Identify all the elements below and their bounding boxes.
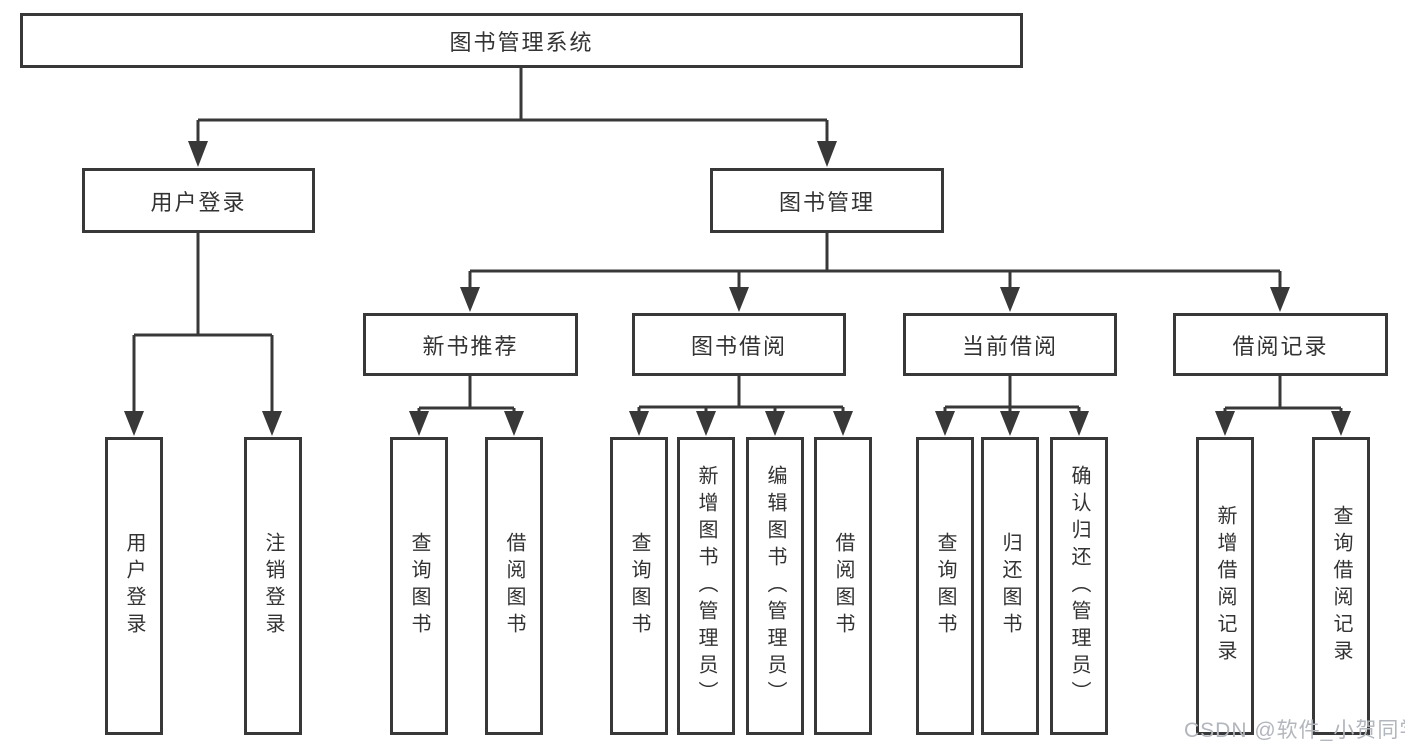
leaf-label: 注销登录: [262, 532, 284, 640]
arrow-down-icon: [1000, 287, 1020, 312]
arrow-down-icon: [629, 411, 649, 436]
leaf-borrow-add: 新增图书（管理员）: [677, 437, 735, 735]
arrow-down-icon: [1069, 411, 1089, 436]
connector-current-borrow-children: [935, 375, 1089, 436]
leaf-current-query: 查询图书: [916, 437, 974, 735]
leaf-current-confirm-return: 确认归还（管理员）: [1050, 437, 1108, 735]
leaf-label: 借阅图书: [832, 532, 854, 640]
node-current-borrow: 当前借阅: [903, 313, 1117, 376]
leaf-label: 查询图书: [628, 532, 650, 640]
leaf-label: 查询借阅记录: [1330, 505, 1352, 667]
leaf-newbooks-borrow: 借阅图书: [485, 437, 543, 735]
leaf-borrow-edit: 编辑图书（管理员）: [746, 437, 804, 735]
arrow-down-icon: [188, 141, 208, 167]
leaf-label: 确认归还（管理员）: [1068, 464, 1090, 708]
arrow-down-icon: [1270, 287, 1290, 312]
arrow-down-icon: [1000, 411, 1020, 436]
leaf-records-query: 查询借阅记录: [1312, 437, 1370, 735]
node-book-borrow: 图书借阅: [632, 313, 846, 376]
connector-book-management-to-level3: [460, 232, 1290, 312]
arrow-down-icon: [935, 411, 955, 436]
arrow-down-icon: [504, 411, 524, 436]
arrow-down-icon: [409, 411, 429, 436]
leaf-user-login: 用户登录: [105, 437, 163, 735]
arrow-down-icon: [124, 411, 144, 436]
arrow-down-icon: [729, 287, 749, 312]
leaf-label: 新增借阅记录: [1214, 505, 1236, 667]
leaf-borrow-query: 查询图书: [610, 437, 668, 735]
arrow-down-icon: [833, 411, 853, 436]
connector-new-books-children: [409, 375, 524, 436]
node-user-login: 用户登录: [82, 168, 315, 233]
connector-user-login-children: [124, 232, 282, 436]
leaf-current-return: 归还图书: [981, 437, 1039, 735]
connector-root-to-level2: [188, 68, 837, 167]
leaf-label: 查询图书: [408, 532, 430, 640]
leaf-label: 归还图书: [999, 532, 1021, 640]
arrow-down-icon: [262, 411, 282, 436]
csdn-watermark: CSDN @软件_小贺同学: [1184, 719, 1405, 742]
leaf-records-add: 新增借阅记录: [1196, 437, 1254, 735]
leaf-label: 借阅图书: [503, 532, 525, 640]
node-new-books: 新书推荐: [363, 313, 578, 376]
connector-borrow-records-children: [1215, 375, 1351, 436]
node-borrow-records: 借阅记录: [1173, 313, 1388, 376]
arrow-down-icon: [1215, 411, 1235, 436]
node-root: 图书管理系统: [20, 13, 1023, 68]
arrow-down-icon: [1331, 411, 1351, 436]
leaf-label: 用户登录: [123, 532, 145, 640]
arrow-down-icon: [765, 411, 785, 436]
leaf-newbooks-query: 查询图书: [390, 437, 448, 735]
connector-book-borrow-children: [629, 375, 853, 436]
leaf-borrow-borrow: 借阅图书: [814, 437, 872, 735]
arrow-down-icon: [817, 141, 837, 167]
leaf-label: 编辑图书（管理员）: [764, 464, 786, 708]
leaf-label: 新增图书（管理员）: [695, 464, 717, 708]
node-book-management: 图书管理: [710, 168, 944, 233]
arrow-down-icon: [696, 411, 716, 436]
leaf-logout: 注销登录: [244, 437, 302, 735]
leaf-label: 查询图书: [934, 532, 956, 640]
arrow-down-icon: [460, 287, 480, 312]
